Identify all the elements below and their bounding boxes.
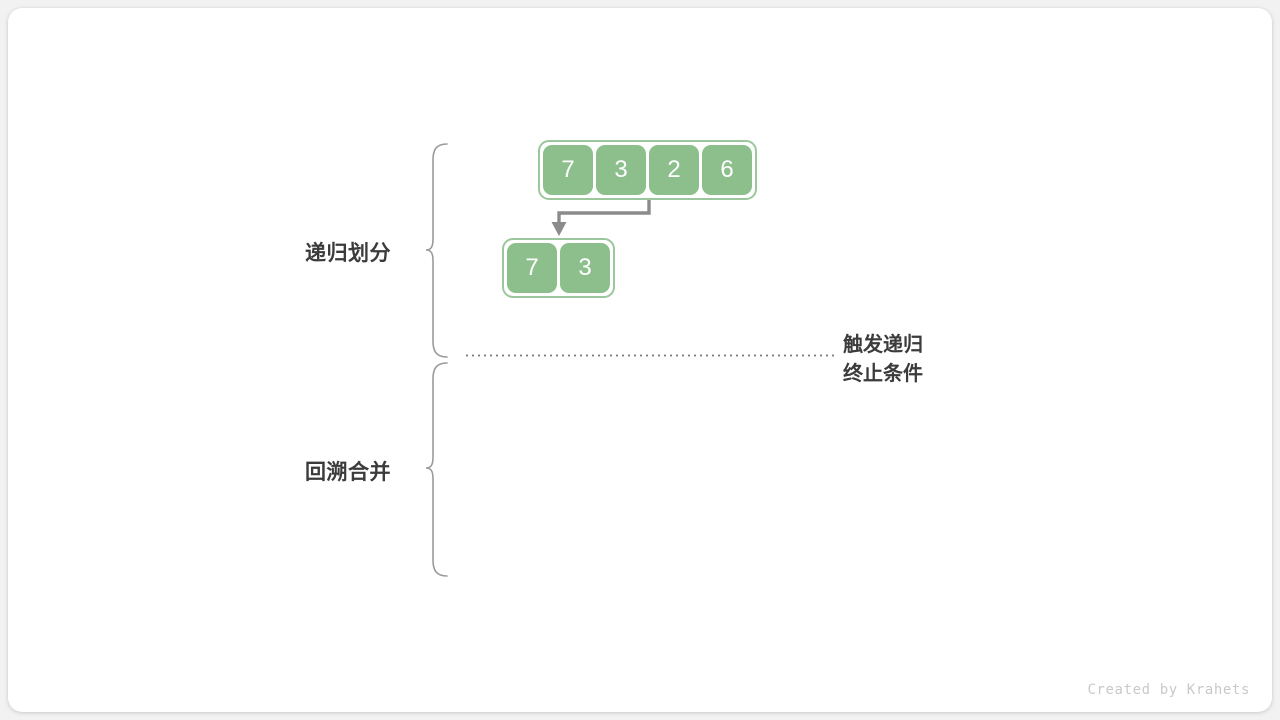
diagram-card <box>8 8 1272 712</box>
array-cell: 7 <box>507 243 557 293</box>
recursion-terminate-note: 触发递归 终止条件 <box>843 331 923 389</box>
footer-credit: Created by Krahets <box>1087 682 1250 698</box>
phase-label-merge: 回溯合并 <box>305 461 391 484</box>
array-cell: 7 <box>543 145 593 195</box>
terminate-note-line-1: 触发递归 <box>843 334 923 356</box>
array-parent: 7 3 2 6 <box>538 140 757 200</box>
phase-label-divide: 递归划分 <box>305 242 391 265</box>
array-cell: 3 <box>560 243 610 293</box>
terminate-note-line-2: 终止条件 <box>843 363 923 385</box>
array-cell: 6 <box>702 145 752 195</box>
array-cell: 3 <box>596 145 646 195</box>
array-cell: 2 <box>649 145 699 195</box>
array-left-half: 7 3 <box>502 238 615 298</box>
